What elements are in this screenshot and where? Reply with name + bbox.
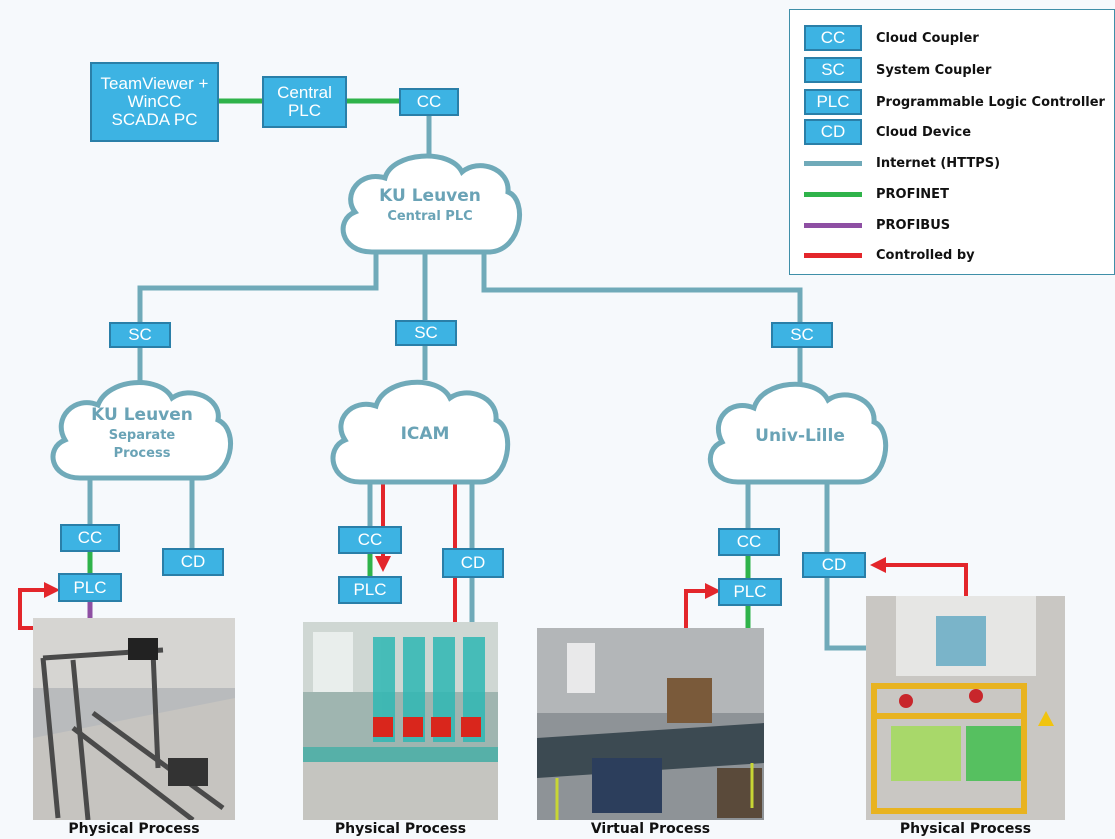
caption-text: Physical Process bbox=[68, 821, 200, 837]
cloud-ku-separate-label: KU Leuven Separate Process bbox=[72, 405, 212, 461]
lille-plc-box: PLC bbox=[718, 578, 782, 606]
icam-cc-box: CC bbox=[338, 526, 402, 554]
cloud-central-label: KU Leuven Central PLC bbox=[355, 186, 505, 224]
lille-cc-box: CC bbox=[718, 528, 780, 556]
legend-key-sc: SC bbox=[804, 57, 862, 83]
cloud-lille-label: Univ-Lille bbox=[730, 426, 870, 446]
legend-row-profinet: PROFINET bbox=[804, 181, 949, 207]
legend-row-sc: SC System Coupler bbox=[804, 57, 991, 83]
profinet-lines bbox=[87, 552, 751, 632]
legend: CC Cloud Coupler SC System Coupler PLC P… bbox=[789, 9, 1115, 275]
caption-text: Virtual Process bbox=[590, 821, 711, 837]
cloud-ku-line2: Separate bbox=[108, 428, 176, 443]
legend-row-plc: PLC Programmable Logic Controller bbox=[804, 89, 1105, 115]
physical-process-photo-tanks bbox=[303, 622, 498, 820]
legend-label: Cloud Coupler bbox=[876, 30, 979, 46]
legend-label: Programmable Logic Controller bbox=[876, 94, 1105, 110]
cloud-ku-line3: Process bbox=[113, 446, 171, 461]
legend-label: Internet (HTTPS) bbox=[876, 155, 1001, 171]
ku-plc-box: PLC bbox=[58, 573, 122, 602]
cloud-lille bbox=[707, 381, 889, 485]
plc-label: PLC bbox=[353, 580, 387, 600]
central-plc-label: Central PLC bbox=[277, 83, 332, 120]
caption-4: Physical Process bbox=[866, 821, 1065, 837]
sc-box-icam: SC bbox=[395, 320, 457, 346]
cd-label: CD bbox=[460, 553, 486, 573]
caption-text: Physical Process bbox=[899, 821, 1032, 837]
physical-process-photo-gantry bbox=[33, 618, 235, 820]
icam-cd-box: CD bbox=[442, 548, 504, 578]
legend-key-cd: CD bbox=[804, 119, 862, 145]
clouds bbox=[50, 153, 889, 485]
sc-label: SC bbox=[790, 325, 814, 345]
plc-label: PLC bbox=[733, 582, 767, 602]
legend-row-controlled-by: Controlled by bbox=[804, 242, 975, 268]
caption-3: Virtual Process bbox=[537, 821, 764, 837]
legend-row-internet: Internet (HTTPS) bbox=[804, 150, 1000, 176]
ku-cd-box: CD bbox=[162, 548, 224, 576]
cloud-icam-line1: ICAM bbox=[400, 424, 450, 444]
cloud-central bbox=[340, 153, 523, 255]
cd-label: CD bbox=[821, 555, 847, 575]
legend-key-cc: CC bbox=[804, 25, 862, 51]
cd-label: CD bbox=[180, 552, 206, 572]
sc-label: SC bbox=[414, 323, 438, 343]
caption-text: Physical Process bbox=[334, 821, 467, 837]
sc-box-lille: SC bbox=[771, 322, 833, 348]
cloud-icam bbox=[330, 379, 511, 485]
cloud-lille-line1: Univ-Lille bbox=[755, 426, 845, 446]
controlled-by-lines bbox=[18, 460, 968, 630]
legend-row-cd: CD Cloud Device bbox=[804, 119, 971, 145]
scada-pc-box: TeamViewer + WinCC SCADA PC bbox=[90, 62, 219, 142]
legend-row-cc: CC Cloud Coupler bbox=[804, 25, 979, 51]
cloud-central-line1: KU Leuven bbox=[379, 186, 481, 206]
lille-cd-box: CD bbox=[802, 552, 866, 578]
legend-key-plc: PLC bbox=[804, 89, 862, 115]
central-cc-box: CC bbox=[399, 88, 459, 116]
legend-label: PROFINET bbox=[876, 186, 949, 202]
legend-line-controlled-by bbox=[804, 252, 862, 258]
virtual-process-render bbox=[537, 628, 764, 820]
caption-2: Physical Process bbox=[303, 821, 498, 837]
caption-1: Physical Process bbox=[33, 821, 235, 837]
legend-line-profinet bbox=[804, 191, 862, 197]
central-cc-label: CC bbox=[416, 92, 442, 112]
icam-plc-box: PLC bbox=[338, 576, 402, 604]
cc-label: CC bbox=[736, 532, 762, 552]
legend-label: System Coupler bbox=[876, 62, 992, 78]
legend-label: Cloud Device bbox=[876, 124, 972, 140]
cc-label: CC bbox=[357, 530, 383, 550]
ku-cc-box: CC bbox=[60, 524, 120, 552]
cloud-icam-label: ICAM bbox=[355, 424, 495, 444]
legend-label: PROFIBUS bbox=[876, 217, 951, 233]
legend-row-profibus: PROFIBUS bbox=[804, 212, 950, 238]
cloud-central-line2: Central PLC bbox=[387, 209, 473, 224]
internet-lines bbox=[87, 115, 870, 651]
legend-line-internet bbox=[804, 160, 862, 166]
legend-line-profibus bbox=[804, 222, 862, 228]
plc-label: PLC bbox=[73, 577, 107, 597]
sc-box-ku: SC bbox=[109, 322, 171, 348]
cc-label: CC bbox=[77, 528, 103, 548]
physical-process-photo-rig bbox=[866, 596, 1065, 820]
central-plc-box: Central PLC bbox=[262, 76, 347, 128]
legend-label: Controlled by bbox=[876, 247, 975, 263]
scada-pc-label: TeamViewer + WinCC SCADA PC bbox=[100, 74, 209, 129]
cloud-ku-line1: KU Leuven bbox=[91, 405, 193, 425]
sc-label: SC bbox=[128, 325, 152, 345]
cloud-ku-separate bbox=[50, 380, 233, 481]
